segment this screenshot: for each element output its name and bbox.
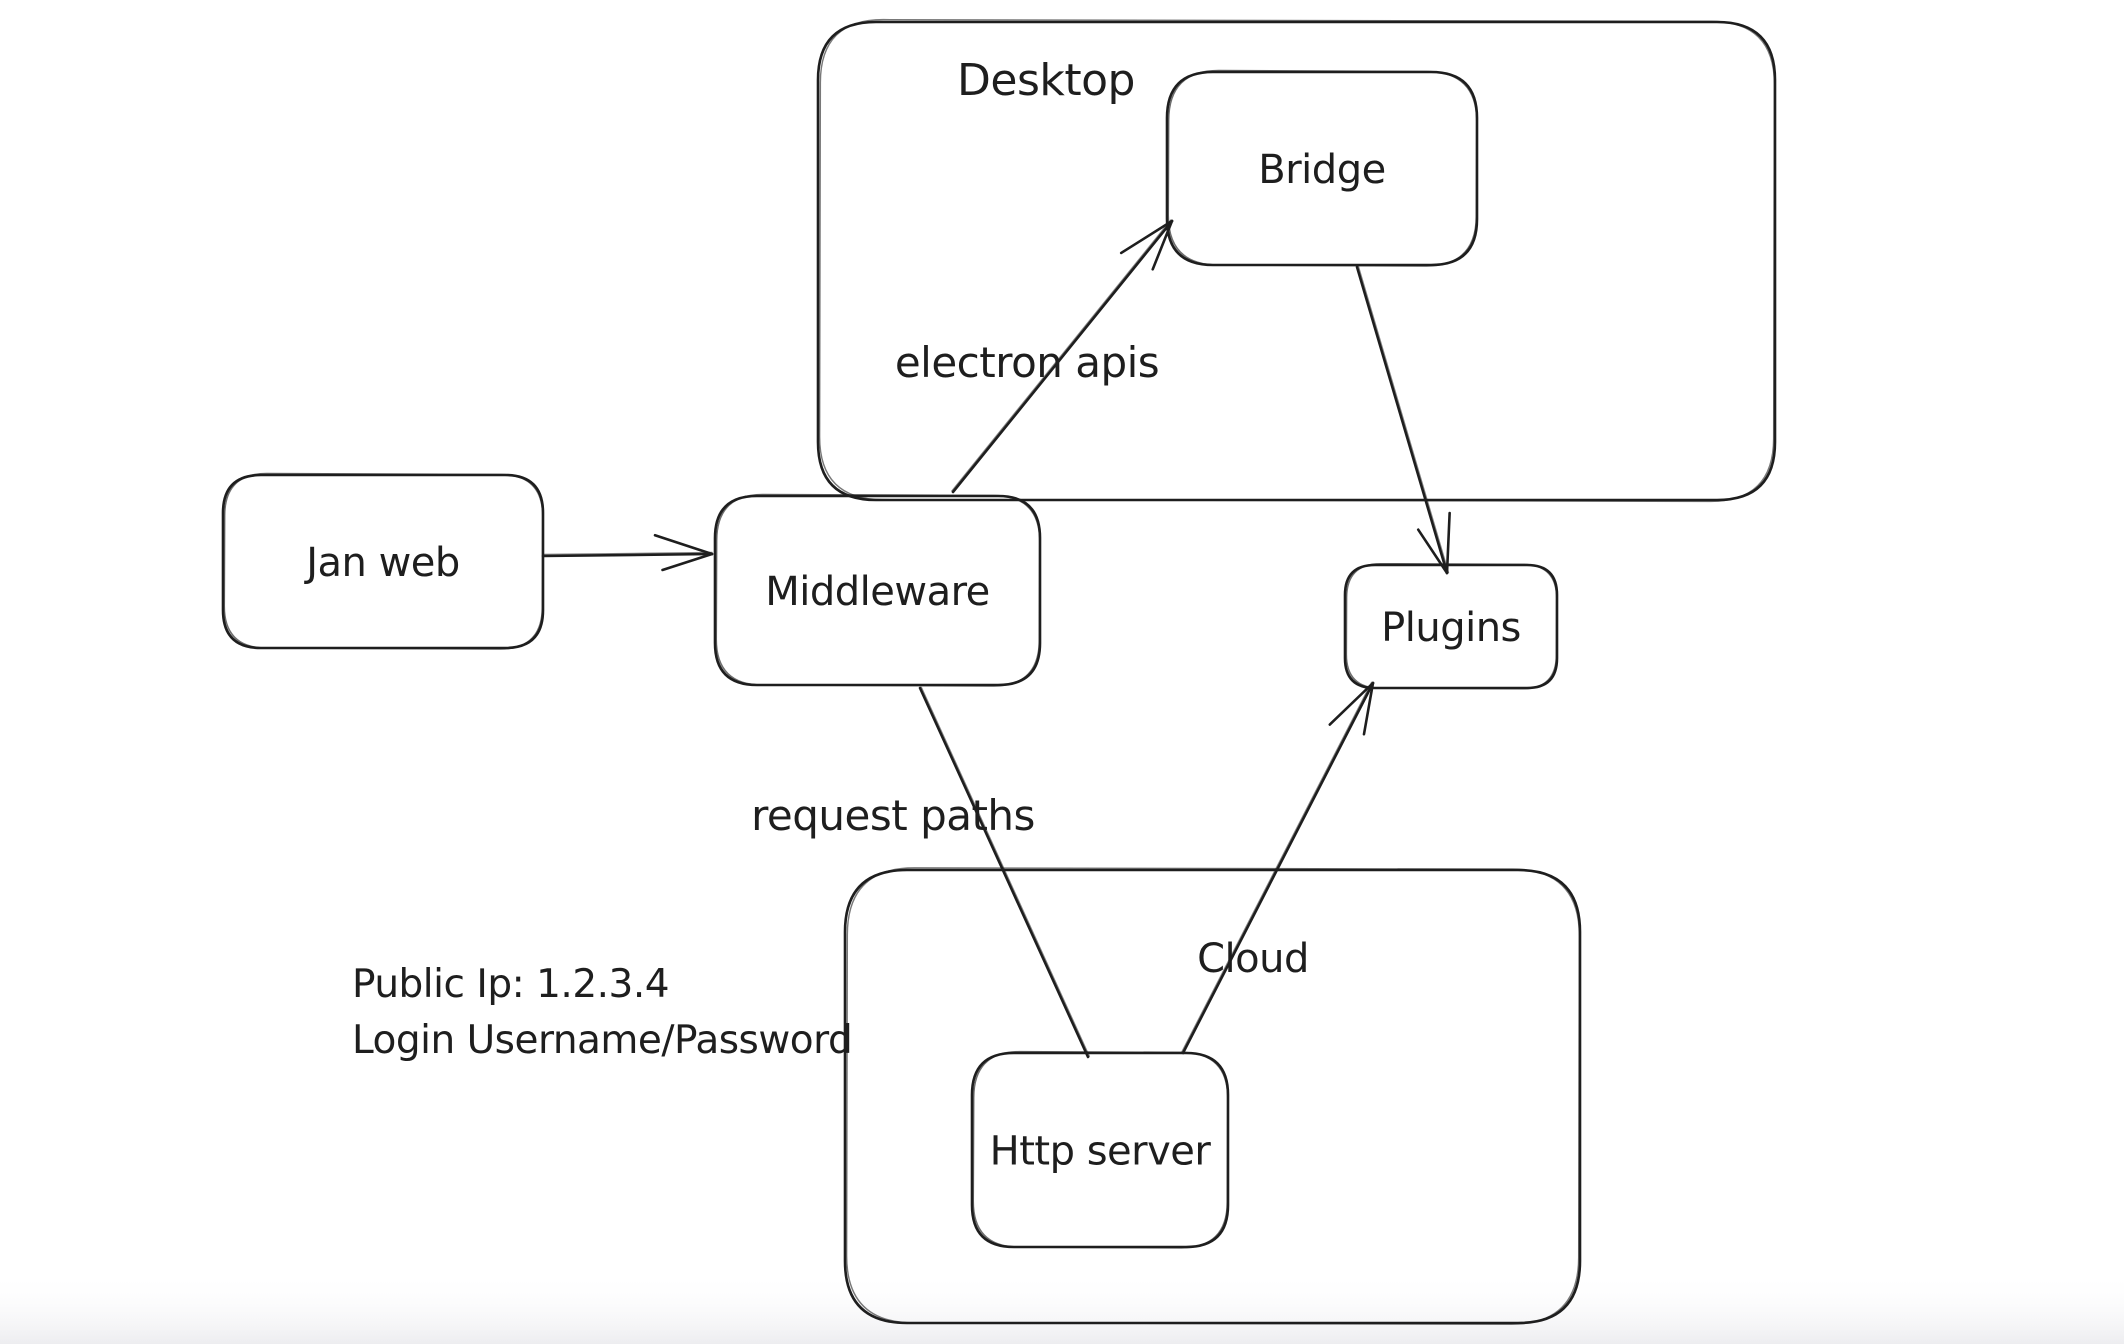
container-cloud-label: Cloud bbox=[1197, 936, 1309, 982]
label-request-paths[interactable]: request paths bbox=[751, 791, 1035, 840]
edge-janweb-to-middleware[interactable] bbox=[541, 533, 714, 572]
arrowhead-httpserver-to-plugins bbox=[1362, 681, 1375, 736]
label-public-ip[interactable]: Public Ip: 1.2.3.4 bbox=[352, 962, 670, 1007]
label-login-creds[interactable]: Login Username/Password bbox=[352, 1018, 853, 1063]
container-desktop-label: Desktop bbox=[957, 55, 1135, 106]
arrowhead-middleware-to-bridge bbox=[1119, 219, 1174, 255]
node-middleware-label: Middleware bbox=[765, 569, 990, 615]
node-http-server-label: Http server bbox=[990, 1128, 1212, 1174]
container-desktop[interactable]: Desktop bbox=[816, 18, 1777, 503]
label-electron-apis[interactable]: electron apis bbox=[895, 338, 1160, 387]
node-jan-web-label: Jan web bbox=[303, 540, 460, 586]
container-cloud[interactable]: Cloud bbox=[843, 867, 1582, 1325]
canvas-bottom-fade bbox=[0, 1272, 2124, 1344]
node-bridge[interactable]: Bridge bbox=[1165, 69, 1479, 267]
node-plugins-label: Plugins bbox=[1381, 605, 1521, 651]
node-plugins[interactable]: Plugins bbox=[1343, 562, 1559, 690]
node-bridge-label: Bridge bbox=[1258, 147, 1385, 193]
edge-httpserver-to-plugins[interactable] bbox=[1180, 681, 1375, 1055]
arrowhead-httpserver-to-plugins bbox=[1328, 681, 1375, 726]
node-http-server[interactable]: Http server bbox=[970, 1050, 1230, 1249]
node-middleware[interactable]: Middleware bbox=[713, 493, 1042, 687]
arrowhead-janweb-to-middleware bbox=[661, 552, 714, 572]
arrowhead-janweb-to-middleware bbox=[653, 533, 714, 556]
edge-middleware-to-httpserver[interactable] bbox=[918, 686, 1091, 1059]
arrowhead-bridge-to-plugins bbox=[1445, 511, 1451, 575]
node-jan-web[interactable]: Jan web bbox=[221, 472, 545, 650]
